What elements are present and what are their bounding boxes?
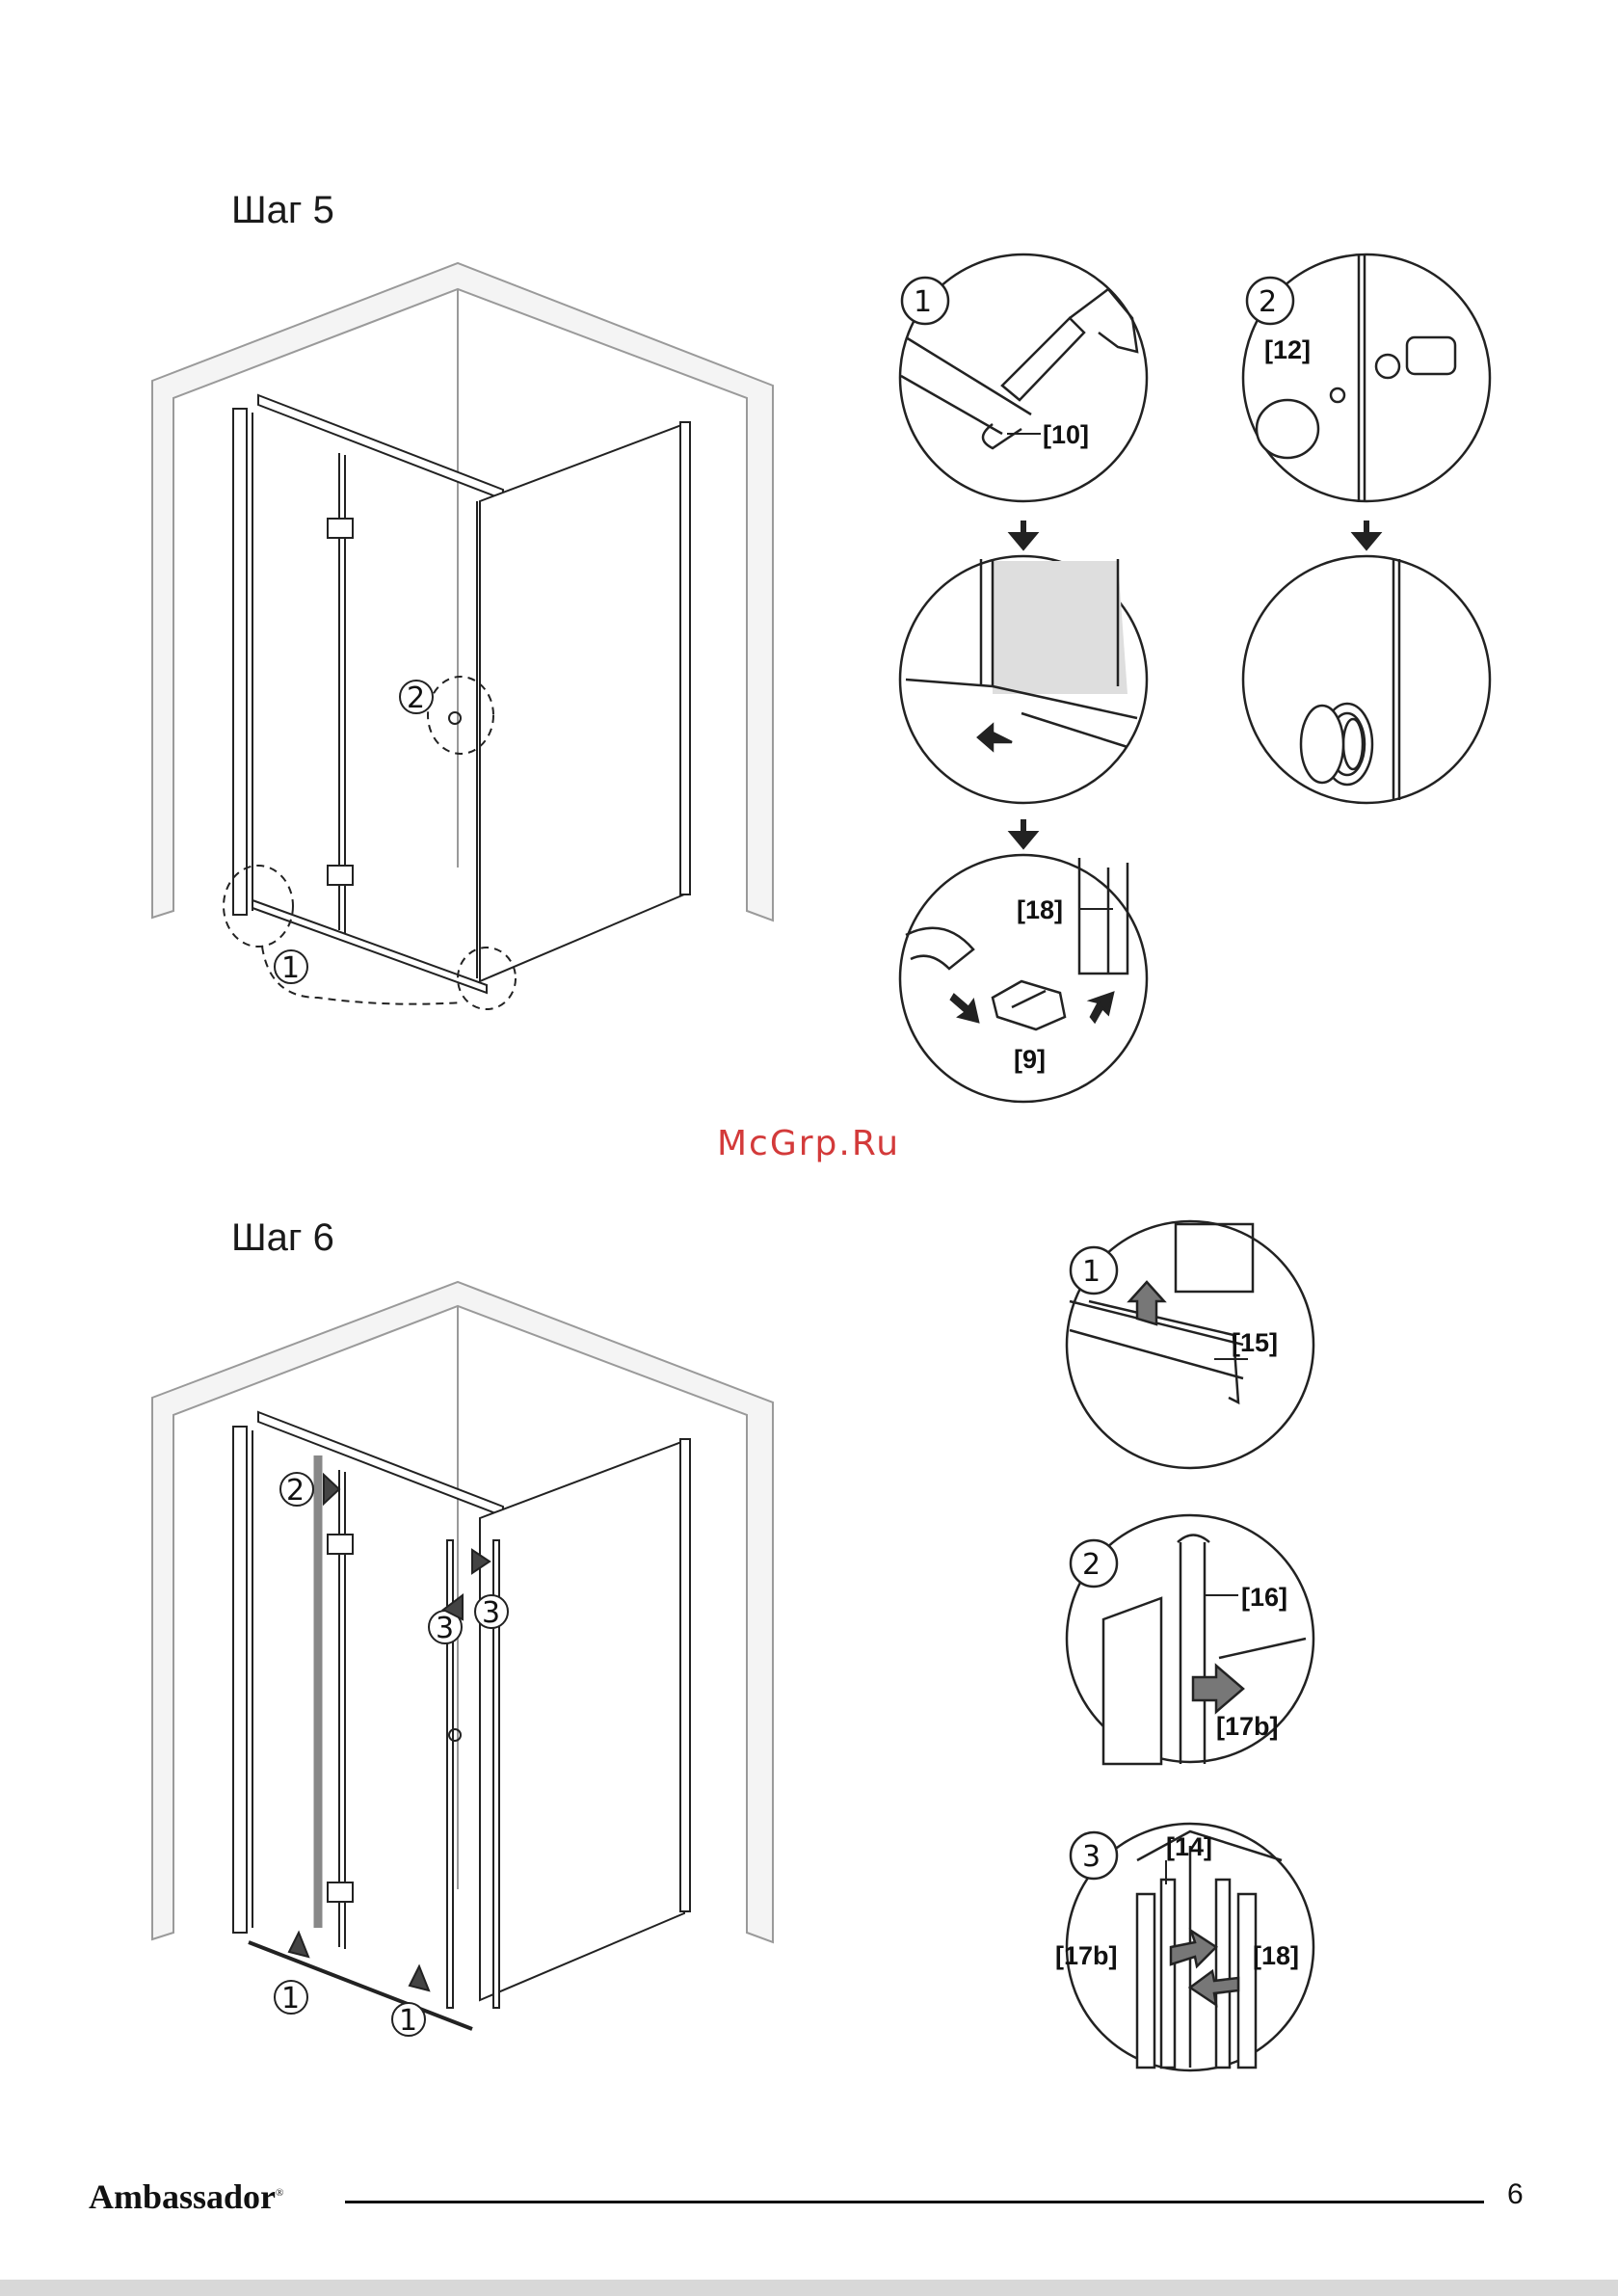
step6-callout-17b: [17b] xyxy=(1216,1712,1279,1741)
step6-callout-18: [18] xyxy=(1253,1941,1299,1970)
arrow-down-icon xyxy=(1014,521,1033,547)
step5-callout-10: [10] xyxy=(1043,420,1089,449)
step6-marker-1a: 1 xyxy=(281,1982,300,2016)
step6-marker-2: 2 xyxy=(286,1474,305,1508)
step5-marker-1: 1 xyxy=(281,951,300,985)
arrow-down-icon xyxy=(1357,521,1376,547)
step5-detail-2-number: 2 xyxy=(1259,285,1277,319)
step6-detail-2-number: 2 xyxy=(1082,1548,1101,1582)
step6-callout-16: [16] xyxy=(1241,1583,1287,1612)
step6-marker-3b: 3 xyxy=(482,1596,500,1630)
step5-detail-1 xyxy=(900,254,1147,501)
bottom-strip xyxy=(0,2280,1618,2296)
step6-callout-14: [14] xyxy=(1166,1832,1212,1861)
step5-callout-12: [12] xyxy=(1264,335,1311,364)
step5-enclosure-drawing xyxy=(152,263,773,1009)
page-number: 6 xyxy=(1507,2178,1524,2211)
registered-mark: ® xyxy=(276,2187,283,2199)
step5-marker-2: 2 xyxy=(407,681,425,715)
step6-detail-1-number: 1 xyxy=(1082,1255,1101,1289)
footer-divider xyxy=(345,2201,1484,2203)
arrow-down-icon xyxy=(1014,819,1033,845)
brand-logo: Ambassador® xyxy=(89,2176,283,2217)
step5-callout-18: [18] xyxy=(1017,895,1063,924)
step6-marker-3a: 3 xyxy=(436,1612,454,1645)
step5-detail-4 xyxy=(1243,556,1490,803)
step6-callout-17b-left: [17b] xyxy=(1055,1941,1118,1970)
brand-name: Ambassador xyxy=(89,2177,276,2216)
step5-detail-1-number: 1 xyxy=(914,285,932,319)
step5-detail-2 xyxy=(1243,254,1490,501)
step6-enclosure-drawing xyxy=(152,1282,773,2036)
step5-detail-3 xyxy=(900,556,1147,803)
step5-callout-9: [9] xyxy=(1014,1045,1046,1074)
step6-callout-15: [15] xyxy=(1232,1328,1278,1357)
step6-detail-3-number: 3 xyxy=(1082,1840,1101,1874)
step6-marker-1b: 1 xyxy=(399,2004,417,2038)
